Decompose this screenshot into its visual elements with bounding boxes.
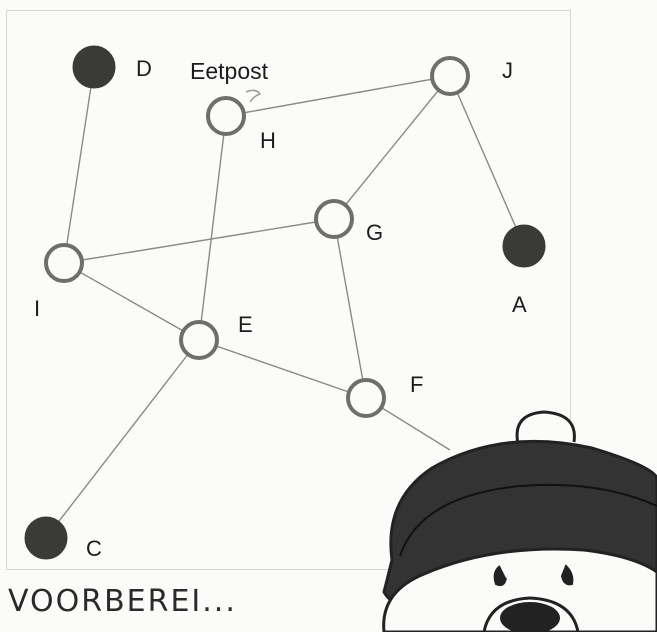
edge-e-f: [199, 340, 366, 398]
node-c: [25, 517, 67, 559]
node-label-j: J: [502, 58, 513, 84]
node-d: [73, 46, 115, 88]
edge-g-i: [64, 219, 334, 263]
node-label-h: H: [260, 128, 276, 154]
node-label-i: I: [34, 296, 40, 322]
node-h: [208, 98, 244, 134]
hat-pompom: [517, 412, 574, 444]
node-label-d: D: [136, 56, 152, 82]
edge-h-e: [199, 116, 226, 340]
node-j: [432, 58, 468, 94]
node-label-f: F: [410, 372, 423, 398]
annotation-eetpost: Eetpost: [190, 58, 268, 85]
edge-i-e: [64, 263, 199, 340]
edge-j-a: [450, 76, 524, 246]
node-label-e: E: [238, 312, 253, 338]
node-e: [181, 322, 217, 358]
annotation-pointer: [246, 90, 260, 102]
node-f: [348, 380, 384, 416]
edge-j-g: [334, 76, 450, 219]
node-label-g: G: [366, 220, 383, 246]
edge-d-i: [64, 67, 94, 263]
edge-e-c: [46, 340, 199, 538]
node-g: [316, 201, 352, 237]
edge-g-f: [334, 219, 366, 398]
caption-text: VOORBEREI...: [8, 584, 237, 619]
node-i: [46, 245, 82, 281]
node-label-c: C: [86, 536, 102, 562]
bear-mascot: [384, 412, 657, 632]
node-a: [503, 225, 545, 267]
node-label-a: A: [512, 292, 527, 318]
